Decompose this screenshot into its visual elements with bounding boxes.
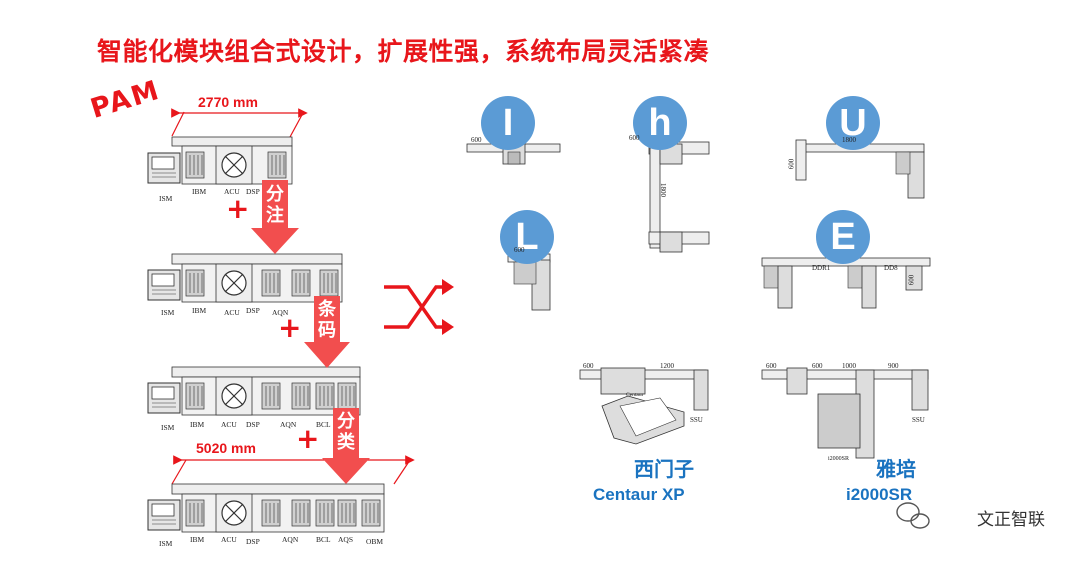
layout-e-dim-600: 600 bbox=[907, 274, 916, 286]
layout-e-dim-ddr1: DDR1 bbox=[812, 264, 831, 272]
module-label-dsp: DSP bbox=[246, 187, 260, 196]
dimension-bottom: 5020 mm bbox=[196, 440, 256, 456]
centaur-caption-en: Centaur XP bbox=[593, 485, 685, 504]
plus-sign-3: + bbox=[296, 422, 320, 455]
layout-u-dim-600: 600 bbox=[787, 158, 796, 170]
wechat-icon bbox=[896, 502, 930, 529]
layout-l-badge: L bbox=[500, 210, 554, 264]
layout-h-badge: h bbox=[633, 96, 687, 150]
module-label-ibm: IBM bbox=[192, 306, 207, 315]
layout-l-dim: 600 bbox=[514, 246, 525, 254]
layout-i-badge: I bbox=[481, 96, 535, 150]
arrow-label-barcode: 条码 bbox=[318, 299, 336, 341]
module-label-dsp: DSP bbox=[246, 537, 260, 546]
module-label-ibm: IBM bbox=[190, 535, 205, 544]
module-label-ism: ISM bbox=[159, 194, 173, 203]
module-label-dsp: DSP bbox=[246, 306, 260, 315]
arrow-down-2 bbox=[304, 296, 350, 368]
module-label-ism: ISM bbox=[161, 308, 175, 317]
module-label-ibm: IBM bbox=[192, 187, 207, 196]
module-label-ibm: IBM bbox=[190, 420, 205, 429]
page-title: 智能化模块组合式设计，扩展性强，系统布局灵活紧凑 bbox=[97, 37, 710, 66]
i2000-dim-600a: 600 bbox=[766, 362, 777, 370]
module-label-ism: ISM bbox=[159, 539, 173, 548]
centaur-xp-diagram bbox=[579, 367, 709, 445]
centaur-tag: Centaur bbox=[626, 392, 644, 398]
layout-u-badge: U bbox=[826, 96, 880, 150]
module-label-acu: ACU bbox=[221, 535, 237, 544]
dimension-top: 2770 mm bbox=[198, 94, 258, 110]
module-label-aqn: AQN bbox=[272, 308, 289, 317]
module-label-bcl: BCL bbox=[316, 420, 331, 429]
module-label-acu: ACU bbox=[224, 308, 240, 317]
layout-i-dim: 600 bbox=[471, 136, 482, 144]
centaur-caption-cn: 西门子 bbox=[634, 457, 694, 481]
centaur-dim-1200: 1200 bbox=[660, 362, 674, 370]
arrow-down-1 bbox=[251, 180, 299, 254]
watermark-text: 文正智联 bbox=[977, 510, 1045, 530]
module-label-aqn: AQN bbox=[282, 535, 299, 544]
layout-l-diagram bbox=[507, 253, 551, 311]
centaur-ssu-label: SSU bbox=[690, 416, 703, 424]
assembly-row-2 bbox=[147, 253, 343, 303]
module-label-obm: OBM bbox=[366, 537, 384, 546]
layout-e-dim-dd8: DD8 bbox=[884, 264, 898, 272]
i2000-dim-900: 900 bbox=[888, 362, 899, 370]
module-label-acu: ACU bbox=[221, 420, 237, 429]
i2000-ssu-label: SSU bbox=[912, 416, 925, 424]
assembly-row-4 bbox=[147, 455, 415, 533]
i2000-dim-600b: 600 bbox=[812, 362, 823, 370]
module-label-aqn: AQN bbox=[280, 420, 297, 429]
i2000-dim-1000: 1000 bbox=[842, 362, 856, 370]
layout-u-dim-1800: 1800 bbox=[842, 136, 856, 144]
centaur-dim-600: 600 bbox=[583, 362, 594, 370]
shuffle-icon bbox=[384, 279, 454, 335]
layout-h-dim-600: 600 bbox=[629, 134, 640, 142]
assembly-row-1 bbox=[147, 108, 308, 185]
plus-sign-1: + bbox=[226, 192, 250, 225]
module-label-bcl: BCL bbox=[316, 535, 331, 544]
i2000-caption-en: i2000SR bbox=[846, 485, 913, 504]
plus-sign-2: + bbox=[278, 311, 302, 344]
module-label-dsp: DSP bbox=[246, 420, 260, 429]
arrow-label-sort: 分类 bbox=[337, 411, 355, 453]
module-label-acu: ACU bbox=[224, 187, 240, 196]
i2000-tag: i2000SR bbox=[828, 456, 850, 462]
i2000sr-diagram bbox=[761, 367, 929, 459]
module-label-ism: ISM bbox=[161, 423, 175, 432]
arrow-down-3 bbox=[322, 408, 370, 484]
module-label-aqs: AQS bbox=[338, 535, 354, 544]
i2000-caption-cn: 雅培 bbox=[876, 457, 916, 481]
layout-e-diagram bbox=[761, 257, 931, 309]
layout-e-badge: E bbox=[816, 210, 870, 264]
layout-h-dim-1800: 1800 bbox=[659, 183, 667, 197]
arrow-label-dispense: 分注 bbox=[266, 184, 284, 226]
assembly-row-3 bbox=[147, 366, 361, 416]
layout-h-diagram bbox=[648, 141, 710, 253]
